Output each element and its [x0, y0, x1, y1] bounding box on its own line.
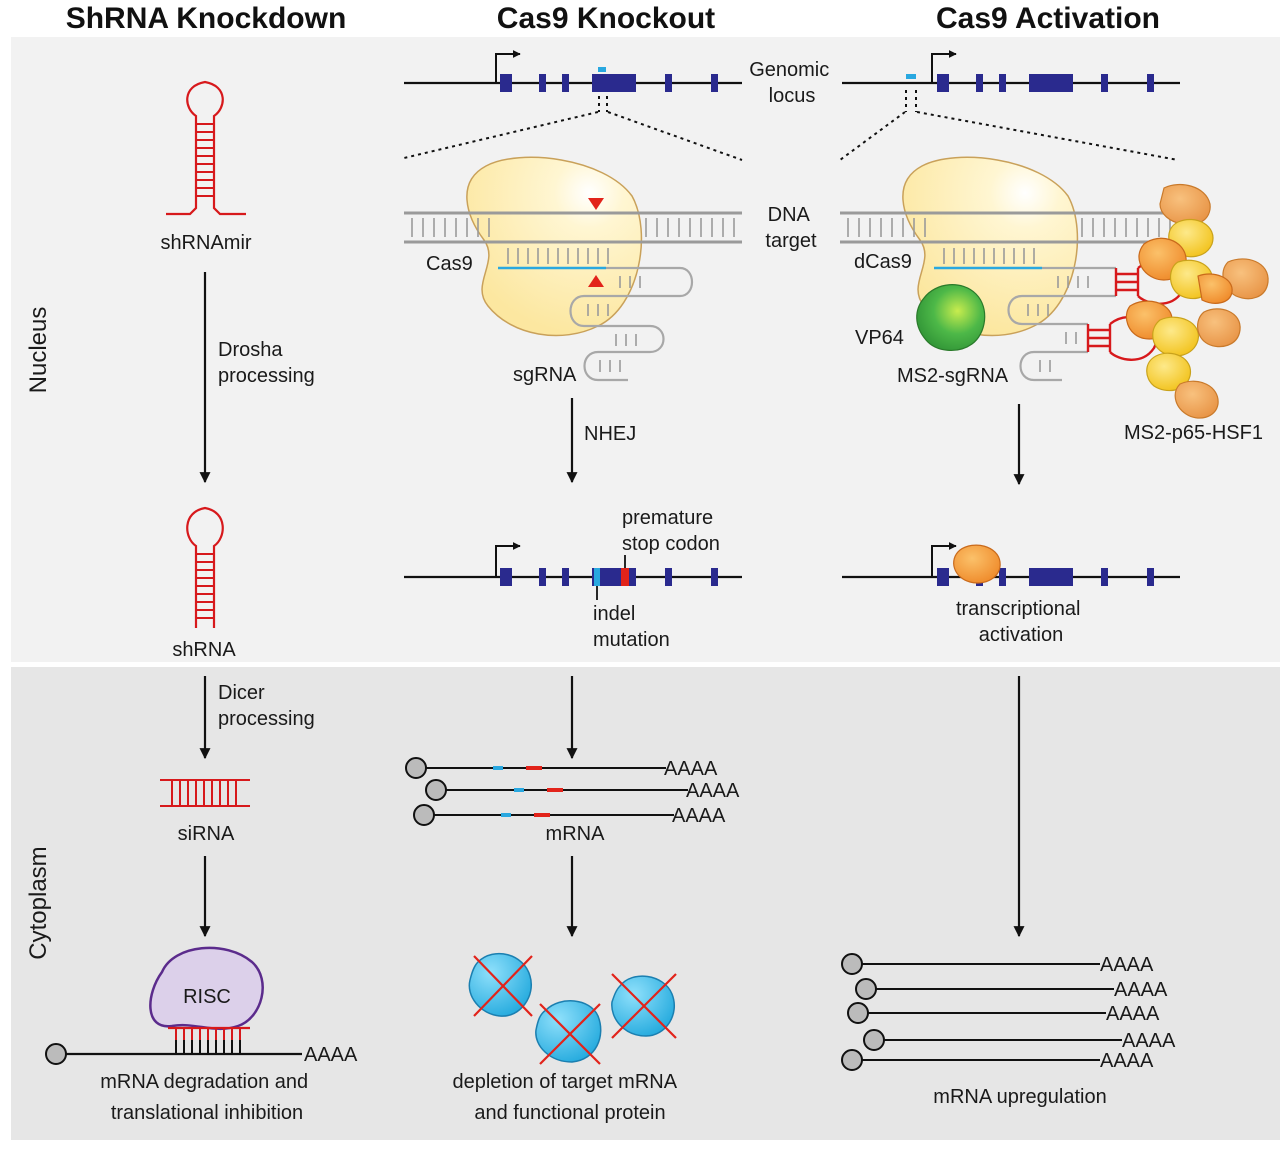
cas9-protein	[466, 156, 643, 337]
ko-polya-3: AAAA	[672, 805, 726, 827]
ko-edited-tss-arrow-icon	[495, 542, 521, 577]
act-mrna-5	[841, 1049, 1100, 1071]
sgrna-label: sgRNA	[513, 364, 577, 386]
act-polya-5: AAAA	[1100, 1050, 1154, 1072]
cut-site-bottom-icon	[588, 275, 604, 287]
depleted-protein-2	[535, 1000, 602, 1065]
mrna-cap-icon	[841, 953, 863, 975]
dcas9-label: dCas9	[854, 251, 912, 273]
vp64-domain	[916, 284, 986, 351]
nucleus-region	[11, 37, 1280, 662]
mrna-cap-icon	[847, 1002, 869, 1024]
mrna-cap-icon	[841, 1049, 863, 1071]
risc-label: RISC	[183, 986, 231, 1008]
shrnamir-label: shRNAmir	[160, 232, 251, 254]
ms2-p65-hsf1-cluster-top	[1138, 183, 1269, 304]
activator-complex	[953, 544, 1001, 584]
depleted-protein-1	[468, 952, 533, 1017]
cut-site-top-icon	[588, 198, 604, 210]
mrna-cap-icon	[45, 1043, 67, 1065]
act-genomic-locus	[842, 50, 1180, 92]
genomic-locus-label: Genomic locus	[749, 59, 835, 107]
risc-complex	[149, 946, 264, 1031]
act-polya-1: AAAA	[1100, 954, 1154, 976]
act-mrna-3	[847, 1002, 1106, 1024]
ko-tss-arrow-icon	[495, 50, 521, 83]
shrna-polya: AAAA	[304, 1044, 358, 1066]
depleted-protein-3	[611, 973, 677, 1039]
act-mrna-2	[855, 978, 1114, 1000]
header-cas9-knockout: Cas9 Knockout	[497, 2, 715, 35]
indel-label: indel mutation	[593, 603, 670, 651]
ko-mrna-1	[405, 757, 666, 779]
act-dna-target	[840, 211, 1178, 244]
act-zoom-lines	[839, 90, 1179, 161]
shrnamir-hairpin	[166, 80, 246, 216]
act-tss-arrow-icon	[931, 50, 957, 83]
ms2-p65-hsf1-cluster-bottom	[1125, 300, 1241, 419]
ms2-sgrna-label: MS2-sgRNA	[897, 365, 1009, 387]
ko-sgrna	[498, 248, 694, 382]
mrna-cap-icon	[863, 1029, 885, 1051]
mrna-cap-icon	[425, 779, 447, 801]
risc-bound-guide	[168, 1026, 250, 1054]
mrna-cap-icon	[413, 804, 435, 826]
nhej-label: NHEJ	[584, 423, 636, 445]
ko-edited-locus	[404, 542, 742, 600]
ms2-p65-hsf1-label: MS2-p65-HSF1	[1124, 422, 1263, 444]
ko-mrna-3	[413, 804, 674, 826]
act-polya-3: AAAA	[1106, 1003, 1160, 1025]
premature-stop-label: premature stop codon	[622, 507, 720, 555]
target-mrna	[45, 1043, 302, 1065]
ko-polya-2: AAAA	[686, 780, 740, 802]
transcriptional-activation-label: transcriptional activation	[956, 598, 1086, 646]
cas9-label: Cas9	[426, 253, 473, 275]
act-polya-2: AAAA	[1114, 979, 1168, 1001]
act-activated-tss-arrow-icon	[931, 542, 957, 577]
cytoplasm-region	[11, 667, 1280, 1140]
cytoplasm-label: Cytoplasm	[25, 846, 52, 959]
sirna-label: siRNA	[178, 823, 235, 845]
dicer-label: Dicer processing	[218, 682, 315, 730]
ko-mrna-2	[425, 779, 688, 801]
act-mrna-1	[841, 953, 1100, 975]
shrna-hairpin	[186, 506, 224, 628]
mrna-cap-icon	[405, 757, 427, 779]
act-polya-4: AAAA	[1122, 1030, 1176, 1052]
sirna-duplex	[160, 779, 250, 807]
shrna-result: mRNA degradation and translational inhib…	[100, 1071, 313, 1124]
act-mrna-4	[863, 1029, 1122, 1051]
header-shrna-knockdown: ShRNA Knockdown	[66, 2, 347, 35]
nucleus-label: Nucleus	[25, 307, 52, 394]
shrna-label: shRNA	[172, 639, 236, 661]
drosha-label: Drosha processing	[218, 339, 315, 387]
ko-genomic-locus	[404, 50, 742, 92]
ko-polya-1: AAAA	[664, 758, 718, 780]
mrna-label: mRNA	[546, 823, 606, 845]
ko-zoom-lines	[403, 96, 743, 161]
ko-dna-target	[404, 211, 742, 244]
act-activated-locus	[842, 542, 1180, 586]
mrna-upregulation-label: mRNA upregulation	[933, 1086, 1106, 1108]
vp64-label: VP64	[855, 327, 904, 349]
ko-result: depletion of target mRNA and functional …	[452, 1071, 681, 1124]
mrna-cap-icon	[855, 978, 877, 1000]
header-cas9-activation: Cas9 Activation	[936, 2, 1160, 35]
dna-target-label: DNA target	[765, 204, 817, 252]
